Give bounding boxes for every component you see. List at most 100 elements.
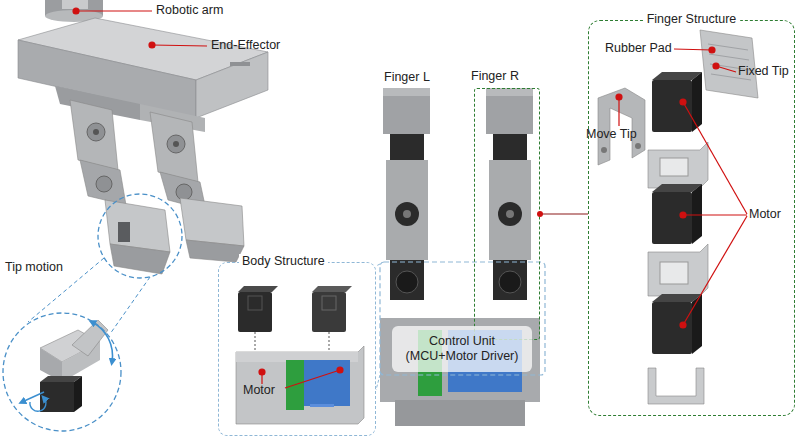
tip-detail xyxy=(22,320,113,412)
finger-parts xyxy=(692,72,702,132)
zoom-indicator xyxy=(376,264,380,266)
leader-line xyxy=(259,369,265,375)
gripper-front-view xyxy=(486,88,533,134)
zoom-indicator xyxy=(380,262,545,375)
gripper-finger xyxy=(87,123,105,141)
finger-parts xyxy=(598,88,645,165)
leader-line xyxy=(616,94,622,100)
finger-parts xyxy=(652,302,692,354)
leader-line xyxy=(149,42,155,48)
body-parts xyxy=(255,332,256,352)
control-unit-box: Control Unit (MCU+Motor Driver) xyxy=(392,326,532,372)
gripper-front-view xyxy=(499,271,521,293)
node-heading: Control Unit (MCU+Motor Driver) xyxy=(396,334,528,364)
connector-dot xyxy=(537,211,543,217)
gripper-front-view xyxy=(383,88,430,134)
circle-outline xyxy=(2,312,122,432)
node-heading: Finger Structure xyxy=(643,12,741,27)
gripper-front-view xyxy=(396,271,418,293)
body-parts xyxy=(304,360,350,406)
part-label: Motor xyxy=(243,383,275,398)
detail-circle: Tip motion xyxy=(2,312,122,432)
gripper-finger xyxy=(70,100,118,170)
gripper-finger xyxy=(118,222,130,242)
gripper-finger xyxy=(110,244,170,274)
gripper-front-view xyxy=(493,260,527,300)
leader-line xyxy=(683,216,747,325)
gripper-front-view xyxy=(395,400,525,426)
leader-line xyxy=(618,97,619,126)
body-parts xyxy=(236,346,364,424)
gripper-finger xyxy=(186,240,244,262)
gripper-front-view xyxy=(506,210,514,218)
connector-line xyxy=(540,213,588,214)
leader-line xyxy=(680,322,686,328)
gripper-finger xyxy=(93,129,99,135)
part-label: Robotic arm xyxy=(156,3,223,18)
finger-parts xyxy=(601,147,607,153)
leader-line xyxy=(152,45,207,46)
node-heading: Finger R xyxy=(471,69,519,84)
gripper-finger xyxy=(80,160,126,205)
gripper-front-view xyxy=(395,202,419,226)
finger-parts xyxy=(652,80,692,132)
tip-detail xyxy=(22,392,44,402)
gripper-finger xyxy=(150,112,198,182)
part-label: Motor xyxy=(749,207,781,222)
part-label: End-Effector xyxy=(211,38,280,53)
gripper-finger xyxy=(96,176,112,192)
group-box: Body Structure xyxy=(218,262,376,436)
leader-line xyxy=(683,102,747,214)
finger-parts xyxy=(709,54,749,60)
zoom-indicator xyxy=(376,375,380,390)
leader-line xyxy=(709,47,715,53)
gripper-finger xyxy=(105,200,170,252)
highlight-box: Finger R xyxy=(474,88,540,340)
gripper-finger xyxy=(167,135,185,153)
finger-parts xyxy=(648,244,708,296)
finger-parts xyxy=(598,30,758,404)
leader-line xyxy=(73,8,747,388)
gripper-front-view xyxy=(390,134,424,160)
finger-parts xyxy=(652,192,692,244)
gripper-front-view xyxy=(383,88,430,96)
end-effector xyxy=(230,62,250,66)
part-label: Move Tip xyxy=(586,127,637,142)
finger-parts xyxy=(692,294,702,354)
body-parts xyxy=(238,292,272,332)
tip-detail xyxy=(74,376,82,412)
leader-line xyxy=(713,63,719,69)
gripper-finger xyxy=(150,112,244,262)
body-parts xyxy=(236,286,364,424)
leader-line xyxy=(680,99,686,105)
gripper-finger xyxy=(180,198,244,246)
gripper-front-view xyxy=(486,88,533,96)
tip-detail xyxy=(72,320,108,356)
connector xyxy=(537,211,588,217)
body-parts xyxy=(238,286,278,292)
body-parts xyxy=(312,292,346,332)
leader-line xyxy=(73,8,79,14)
gripper-front-view xyxy=(498,202,522,226)
gripper-front-view xyxy=(493,134,527,160)
part-label: Rubber Pad xyxy=(605,41,672,56)
tip-detail xyxy=(30,398,46,411)
zoom-indicator xyxy=(110,277,150,334)
dashed-circle xyxy=(3,313,121,431)
body-parts xyxy=(329,332,330,352)
finger-parts xyxy=(648,142,708,188)
finger-parts xyxy=(648,368,704,404)
body-parts xyxy=(322,296,336,310)
leader-line xyxy=(285,370,340,388)
gripper-front-view xyxy=(403,210,411,218)
body-parts xyxy=(248,296,262,310)
leader-line xyxy=(337,367,343,373)
part-label: Finger L xyxy=(384,70,430,85)
gripper-front-view xyxy=(390,260,424,300)
node-heading: Tip motion xyxy=(5,260,63,275)
